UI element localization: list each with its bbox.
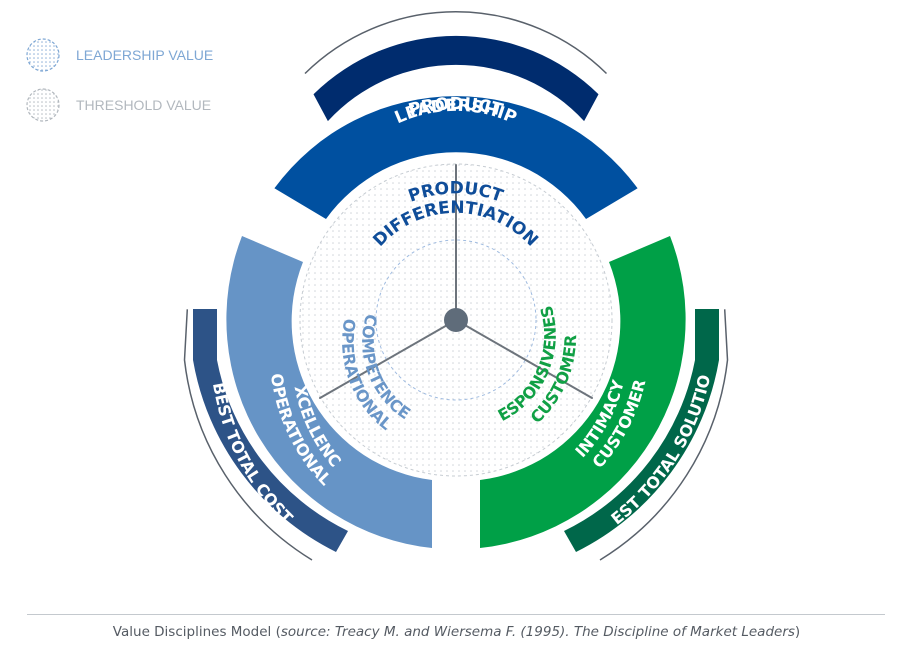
best-product-band: [313, 35, 599, 122]
center-hub: [444, 308, 468, 332]
value-disciplines-diagram: LEADERSHIP VALUE THRESHOLD VALUE BEST PR…: [0, 0, 729, 561]
top-segment: BEST PRODUCT PRODUCT LEADERSHIP PRODUCT …: [274, 17, 638, 251]
legend-item-threshold: THRESHOLD VALUE: [26, 88, 211, 122]
caption-suffix: ): [794, 624, 801, 640]
best-total-cost-band: [193, 309, 348, 552]
legend-item-leadership: LEADERSHIP VALUE: [26, 38, 213, 72]
legend-label-leadership: LEADERSHIP VALUE: [76, 47, 213, 63]
best-total-solution-band: [564, 309, 719, 552]
leadership-disk: [375, 239, 537, 401]
caption-source: source: Treacy M. and Wiersema F. (1995)…: [280, 624, 795, 640]
operational-excellence-band: [226, 236, 432, 548]
dotted-circle-blue-icon: [26, 38, 60, 72]
caption-prefix: Value Disciplines Model (: [112, 624, 281, 640]
legend: LEADERSHIP VALUE THRESHOLD VALUE: [26, 38, 213, 122]
outer-rails: [183, 11, 729, 561]
customer-intimacy-band: [480, 236, 686, 548]
product-leadership-band: [274, 96, 638, 219]
dotted-circle-gray-icon: [26, 88, 60, 122]
axis-left: [319, 319, 457, 399]
legend-label-threshold: THRESHOLD VALUE: [76, 97, 211, 113]
axes: [319, 164, 593, 399]
caption-divider: [27, 614, 885, 615]
figure-caption: Value Disciplines Model (source: Treacy …: [0, 624, 913, 640]
axis-right: [455, 319, 593, 399]
